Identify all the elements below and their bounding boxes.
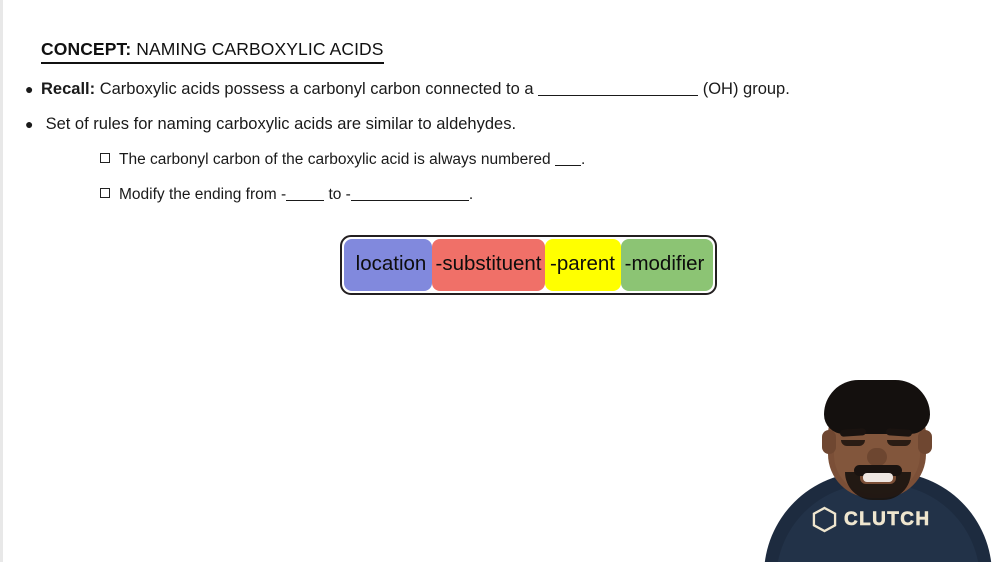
ear-left: [822, 430, 836, 454]
mouth: [863, 473, 893, 482]
clutch-logo: CLUTCH: [812, 506, 931, 533]
segment-location-label: location: [355, 252, 427, 275]
subbullet-ending-text-c: .: [468, 186, 474, 203]
eye-right: [887, 440, 911, 446]
segment-substituent-label: -substituent: [435, 252, 542, 275]
subbullet-numbering-text-a: The carbonyl carbon of the carboxylic ac…: [119, 151, 555, 168]
page-title: CONCEPT: NAMING CARBOXYLIC ACIDS: [41, 39, 384, 65]
bullet-rules-text: Set of rules for naming carboxylic acids…: [41, 115, 517, 133]
segment-parent: -parent: [545, 239, 621, 291]
mustache: [854, 465, 902, 476]
square-marker-icon: [100, 188, 110, 198]
square-marker-icon: [100, 153, 110, 163]
segment-modifier-label: -modifier: [624, 252, 705, 275]
eye-left: [841, 440, 865, 446]
nose: [867, 448, 887, 466]
subbullet-numbering-text-b: .: [580, 151, 586, 168]
segment-location: location: [344, 239, 432, 291]
bullet-recall-text-a: Carboxylic acids possess a carbonyl carb…: [95, 80, 539, 98]
bullet-recall-text-b: (OH) group.: [698, 80, 790, 98]
naming-format-diagram: location -substituent -parent -modifier: [340, 235, 717, 295]
bullet-recall: ● Recall: Carboxylic acids possess a carb…: [25, 80, 790, 100]
instructor-video-overlay: CLUTCH: [750, 372, 1000, 562]
subbullet-ending-text-a: Modify the ending from -: [119, 186, 287, 203]
bullet-recall-label: Recall:: [41, 80, 96, 98]
fill-blank-from-ending: [286, 187, 325, 201]
ear-right: [918, 430, 932, 454]
hair: [824, 380, 930, 434]
subbullet-ending-text-b: to -: [324, 186, 351, 203]
segment-substituent: -substituent: [432, 239, 545, 291]
page-title-lead: CONCEPT:: [41, 39, 132, 59]
segment-parent-label: -parent: [550, 252, 615, 275]
hexagon-ring-icon: [812, 506, 837, 533]
subbullet-numbering: The carbonyl carbon of the carboxylic ac…: [100, 151, 585, 170]
segment-modifier: -modifier: [621, 239, 713, 291]
instructor-figure: CLUTCH: [750, 372, 1000, 562]
subbullet-ending: Modify the ending from - to -.: [100, 186, 473, 205]
page-title-rest: NAMING CARBOXYLIC ACIDS: [131, 39, 384, 59]
bullet-rules: ● Set of rules for naming carboxylic aci…: [25, 115, 516, 135]
fill-blank-hydroxyl: [538, 82, 699, 96]
fill-blank-number: [554, 152, 581, 166]
clutch-logo-text: CLUTCH: [844, 508, 931, 530]
bullet-marker: ●: [25, 81, 34, 98]
fill-blank-to-ending: [350, 187, 469, 201]
bullet-marker: ●: [25, 116, 34, 133]
